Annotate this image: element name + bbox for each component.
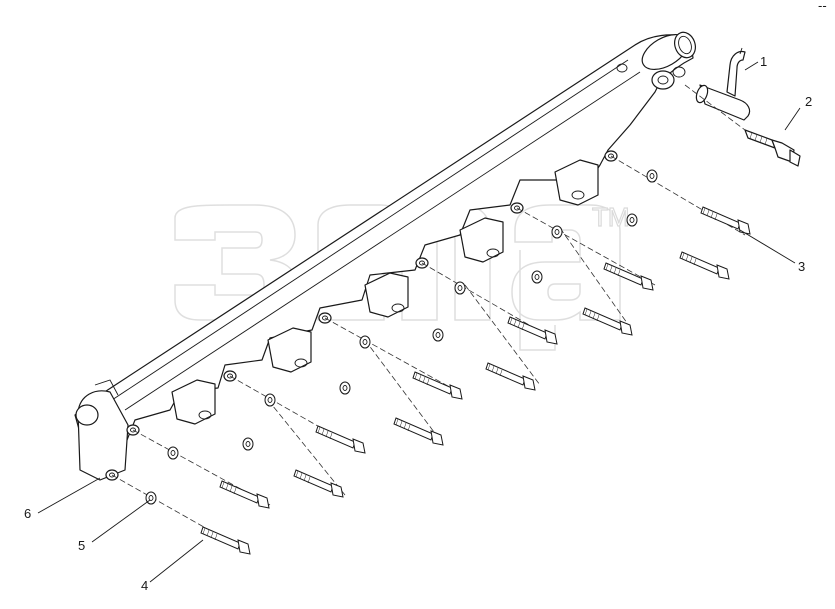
bolt	[507, 316, 558, 345]
bolt	[393, 417, 444, 446]
bolt	[315, 425, 366, 454]
washers	[145, 169, 658, 505]
bolt	[603, 262, 654, 291]
bolt	[700, 206, 751, 235]
left-end-flange	[75, 379, 140, 481]
bolt	[679, 251, 730, 280]
bolt	[200, 526, 251, 555]
callout-4: 4	[141, 578, 148, 593]
corner-mark: --	[818, 0, 827, 13]
bolts	[200, 206, 751, 555]
port-1	[554, 150, 618, 206]
sensor	[744, 129, 801, 167]
bolt	[412, 371, 463, 400]
port-5	[171, 370, 237, 425]
port-3	[364, 257, 429, 318]
assembly-lines	[111, 84, 746, 553]
callout-2: 2	[805, 94, 812, 109]
callout-5: 5	[78, 538, 85, 553]
callout-6: 6	[24, 506, 31, 521]
callout-leaders	[37, 61, 801, 583]
watermark-tm: TM	[592, 202, 630, 232]
bolt	[293, 469, 344, 498]
elbow-tube	[695, 47, 751, 121]
callout-1: 1	[760, 54, 767, 69]
bolt	[485, 362, 536, 391]
bolt	[219, 480, 270, 509]
port-4	[267, 312, 332, 373]
bolt	[582, 307, 633, 336]
callout-3: 3	[798, 259, 805, 274]
callout-labels: 1 2 3 4 5 6	[24, 54, 812, 593]
exhaust-manifold	[74, 31, 696, 481]
